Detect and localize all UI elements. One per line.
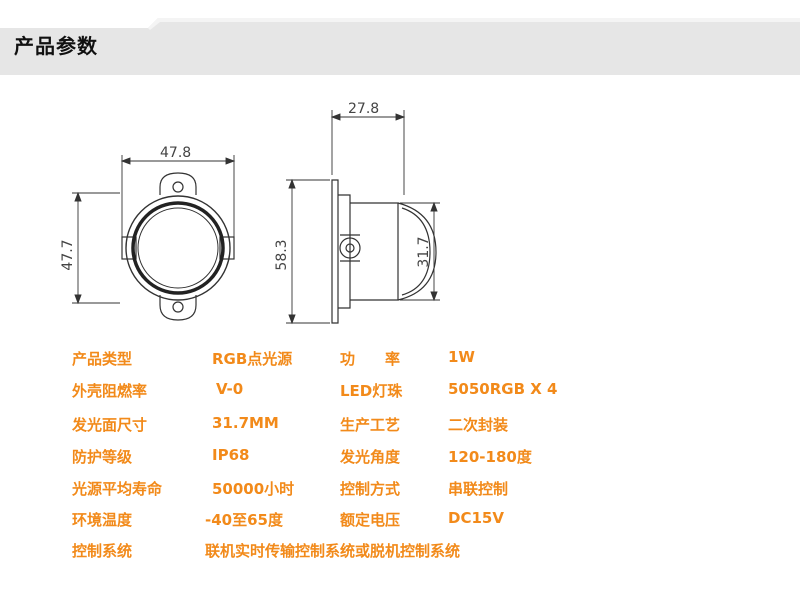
front-height-dimension	[72, 191, 120, 305]
spec-row: 光源平均寿命 50000小时 控制方式 串联控制	[0, 478, 800, 504]
spec-label: 发光面尺寸	[72, 416, 148, 434]
spec-value: 联机实时传输控制系统或脱机控制系统	[205, 542, 461, 560]
side-height-label: 58.3	[274, 239, 290, 270]
spec-label: 控制系统	[72, 542, 133, 560]
side-height-dimension	[286, 178, 330, 325]
spec-label: 控制方式	[340, 480, 401, 498]
spec-value: 50000小时	[212, 480, 295, 498]
spec-value: V-0	[216, 380, 244, 398]
side-view	[331, 179, 437, 324]
front-view	[121, 172, 235, 321]
spec-value: 1W	[448, 348, 475, 366]
spec-label: 额定电压	[340, 511, 401, 529]
spec-label: 外壳阻燃率	[72, 382, 148, 400]
spec-label: LED灯珠	[340, 382, 403, 400]
spec-row: 外壳阻燃率 V-0 LED灯珠 5050RGB X 4	[0, 380, 800, 406]
technical-drawing: 47.8 47.7 27.8 58.3 31.7	[0, 95, 800, 335]
spec-value: -40至65度	[205, 511, 283, 529]
side-depth-label: 27.8	[348, 101, 379, 117]
spec-row: 发光面尺寸 31.7MM 生产工艺 二次封装	[0, 414, 800, 440]
spec-value: 5050RGB X 4	[448, 380, 558, 398]
lens-height-dimension	[400, 201, 440, 302]
spec-value: 串联控制	[448, 480, 509, 498]
spec-label: 防护等级	[72, 448, 133, 466]
spec-label: 功 率	[340, 350, 401, 368]
header-background	[0, 18, 800, 75]
spec-label: 环境温度	[72, 511, 133, 529]
spec-value: DC15V	[448, 509, 504, 527]
page-title: 产品参数	[14, 34, 98, 58]
header-band: 产品参数	[0, 0, 800, 75]
spec-value: 120-180度	[448, 448, 532, 466]
spec-value: 二次封装	[448, 416, 509, 434]
spec-row: 环境温度 -40至65度 额定电压 DC15V	[0, 509, 800, 535]
lens-height-label: 31.7	[416, 236, 432, 267]
spec-value: 31.7MM	[212, 414, 279, 432]
spec-label: 产品类型	[72, 350, 133, 368]
spec-row: 防护等级 IP68 发光角度 120-180度	[0, 446, 800, 472]
spec-label: 生产工艺	[340, 416, 401, 434]
front-width-dimension	[120, 155, 236, 237]
front-height-label: 47.7	[60, 239, 76, 270]
dimension-drawing: 47.8 47.7 27.8 58.3 31.7	[60, 101, 440, 325]
side-depth-dimension	[330, 110, 406, 195]
spec-value: RGB点光源	[212, 350, 293, 368]
spec-row: 产品类型 RGB点光源 功 率 1W	[0, 348, 800, 374]
front-width-label: 47.8	[160, 145, 191, 161]
spec-label: 光源平均寿命	[72, 480, 163, 498]
spec-label: 发光角度	[340, 448, 401, 466]
spec-row: 控制系统 联机实时传输控制系统或脱机控制系统	[0, 540, 800, 566]
spec-value: IP68	[212, 446, 250, 464]
